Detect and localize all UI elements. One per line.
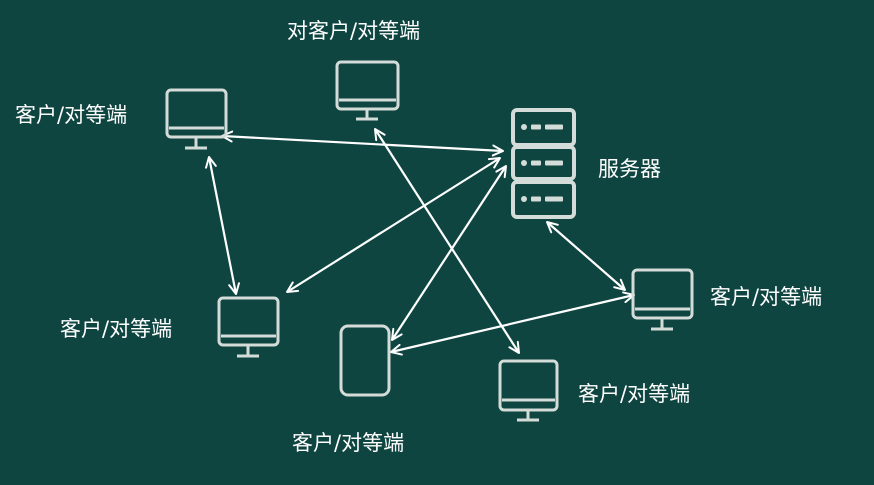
phone-icon	[339, 324, 391, 397]
monitor-icon	[217, 296, 280, 358]
connections	[205, 128, 635, 356]
arrow-peer-top-peer-botright	[374, 128, 520, 354]
arrow-server-peer-right	[546, 221, 626, 291]
monitor-icon	[335, 60, 400, 121]
server-icon	[511, 108, 576, 219]
label-peer-right: 客户/对等端	[710, 285, 823, 309]
monitor-icon	[498, 359, 559, 422]
monitor-icon	[631, 268, 694, 331]
label-peer-top: 对客户/对等端	[287, 19, 421, 43]
label-peer-bottom: 客户/对等端	[292, 431, 405, 455]
monitor-icon	[165, 88, 228, 150]
arrow-peer-left-peer-midleft	[205, 156, 240, 295]
label-peer-botright: 客户/对等端	[578, 382, 691, 406]
label-peer-midleft: 客户/对等端	[60, 317, 173, 341]
label-server: 服务器	[598, 157, 661, 181]
arrow-peer-bottom-server	[391, 165, 507, 341]
arrow-peer-bottom-peer-right	[390, 291, 635, 356]
label-peer-left: 客户/对等端	[15, 103, 128, 127]
arrow-peer-left-server	[221, 130, 504, 157]
